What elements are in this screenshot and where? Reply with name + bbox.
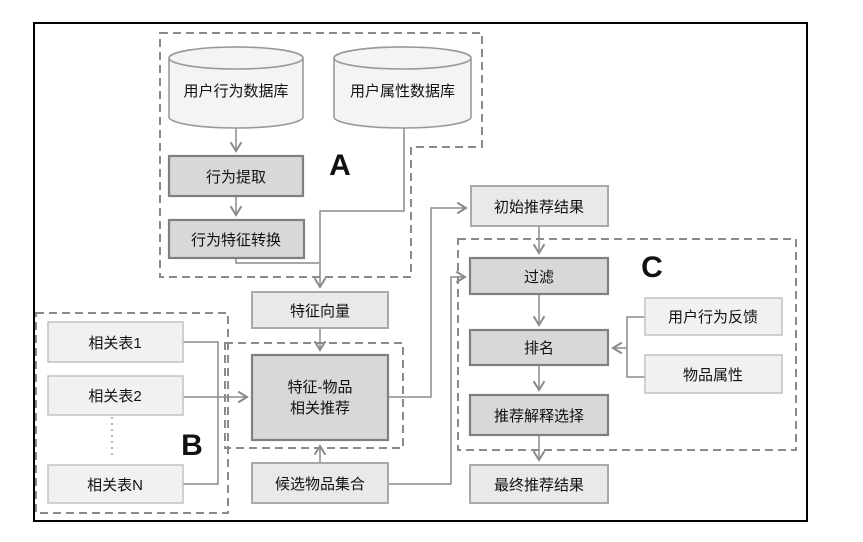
connector-feedback-attribute-bus (626, 316, 645, 378)
ranking-box (468, 328, 610, 367)
related-table-2-box (47, 375, 184, 416)
section-a-outline (159, 32, 483, 278)
section-c-outline (457, 238, 797, 451)
node-behavior-extract: 行为提取 (167, 154, 305, 198)
behavior-feature-convert-label: 行为特征转换 (191, 232, 281, 249)
user-attribute-db-label: 用户属性数据库 (350, 83, 455, 100)
filter-box (468, 256, 610, 296)
initial-rec-result-box (470, 185, 609, 227)
node-related-table-1: 相关表1 (47, 321, 184, 363)
node-related-table-2: 相关表2 (47, 375, 184, 416)
node-rec-explanation-select: 推荐解释选择 (468, 393, 610, 437)
feature-vector-box (251, 291, 389, 329)
connector-convert-to-merge (235, 258, 319, 264)
node-candidate-item-set: 候选物品集合 (251, 462, 389, 504)
connector-feature-item-rec-to-initial-result (388, 201, 468, 398)
node-item-attribute: 物品属性 (644, 354, 783, 394)
behavior-extract-label: 行为提取 (206, 169, 266, 186)
final-rec-result-box (469, 464, 609, 504)
filter-label: 过滤 (524, 269, 554, 286)
related-table-1-box (47, 321, 184, 363)
user-behavior-feedback-box (644, 297, 783, 336)
node-ranking: 排名 (468, 328, 610, 367)
node-final-rec-result: 最终推荐结果 (469, 464, 609, 504)
node-user-behavior-db: 用户行为数据库 (168, 46, 304, 129)
candidate-item-set-label: 候选物品集合 (275, 476, 365, 493)
item-attribute-box (644, 354, 783, 394)
feature-item-rec-label-line2: 相关推荐 (290, 400, 350, 417)
connector-candidate-set-to-filter (388, 270, 467, 485)
rec-explanation-select-label: 推荐解释选择 (494, 408, 584, 425)
node-user-behavior-feedback: 用户行为反馈 (644, 297, 783, 336)
user-behavior-db-label: 用户行为数据库 (183, 83, 288, 100)
related-table-n-box (47, 464, 184, 504)
feature-item-rec-box (250, 353, 390, 442)
node-initial-rec-result: 初始推荐结果 (470, 185, 609, 227)
section-b-outline (35, 312, 229, 514)
node-feature-item-rec: 特征-物品 相关推荐 (250, 353, 390, 442)
user-attribute-db-cylinder-top (333, 46, 472, 70)
node-behavior-feature-convert: 行为特征转换 (167, 218, 306, 260)
connector-related-tables-bus (183, 341, 219, 485)
connectors (111, 128, 645, 485)
item-attribute-label: 物品属性 (683, 367, 743, 384)
node-user-attribute-db: 用户属性数据库 (333, 46, 472, 129)
behavior-feature-convert-box (167, 218, 306, 260)
final-rec-result-label: 最终推荐结果 (494, 477, 584, 494)
initial-rec-result-label: 初始推荐结果 (494, 199, 584, 216)
related-table-n-label: 相关表N (87, 477, 143, 494)
related-table-1-label: 相关表1 (88, 335, 141, 352)
node-feature-vector: 特征向量 (251, 291, 389, 329)
behavior-extract-box (167, 154, 305, 198)
connector-attribute-db-to-feature-vector (313, 128, 405, 289)
section-a-label: A (329, 149, 351, 182)
ranking-label: 排名 (524, 340, 554, 357)
node-related-table-n: 相关表N (47, 464, 184, 504)
feature-item-rec-label-line1: 特征-物品 (288, 379, 353, 396)
user-behavior-db-cylinder-top (168, 46, 304, 70)
section-b-label: B (181, 429, 203, 462)
candidate-item-set-box (251, 462, 389, 504)
related-table-2-label: 相关表2 (88, 388, 141, 405)
feature-vector-label: 特征向量 (290, 303, 350, 320)
section-c-label: C (641, 251, 663, 284)
node-filter: 过滤 (468, 256, 610, 296)
rec-explanation-select-box (468, 393, 610, 437)
user-behavior-feedback-label: 用户行为反馈 (668, 309, 758, 326)
